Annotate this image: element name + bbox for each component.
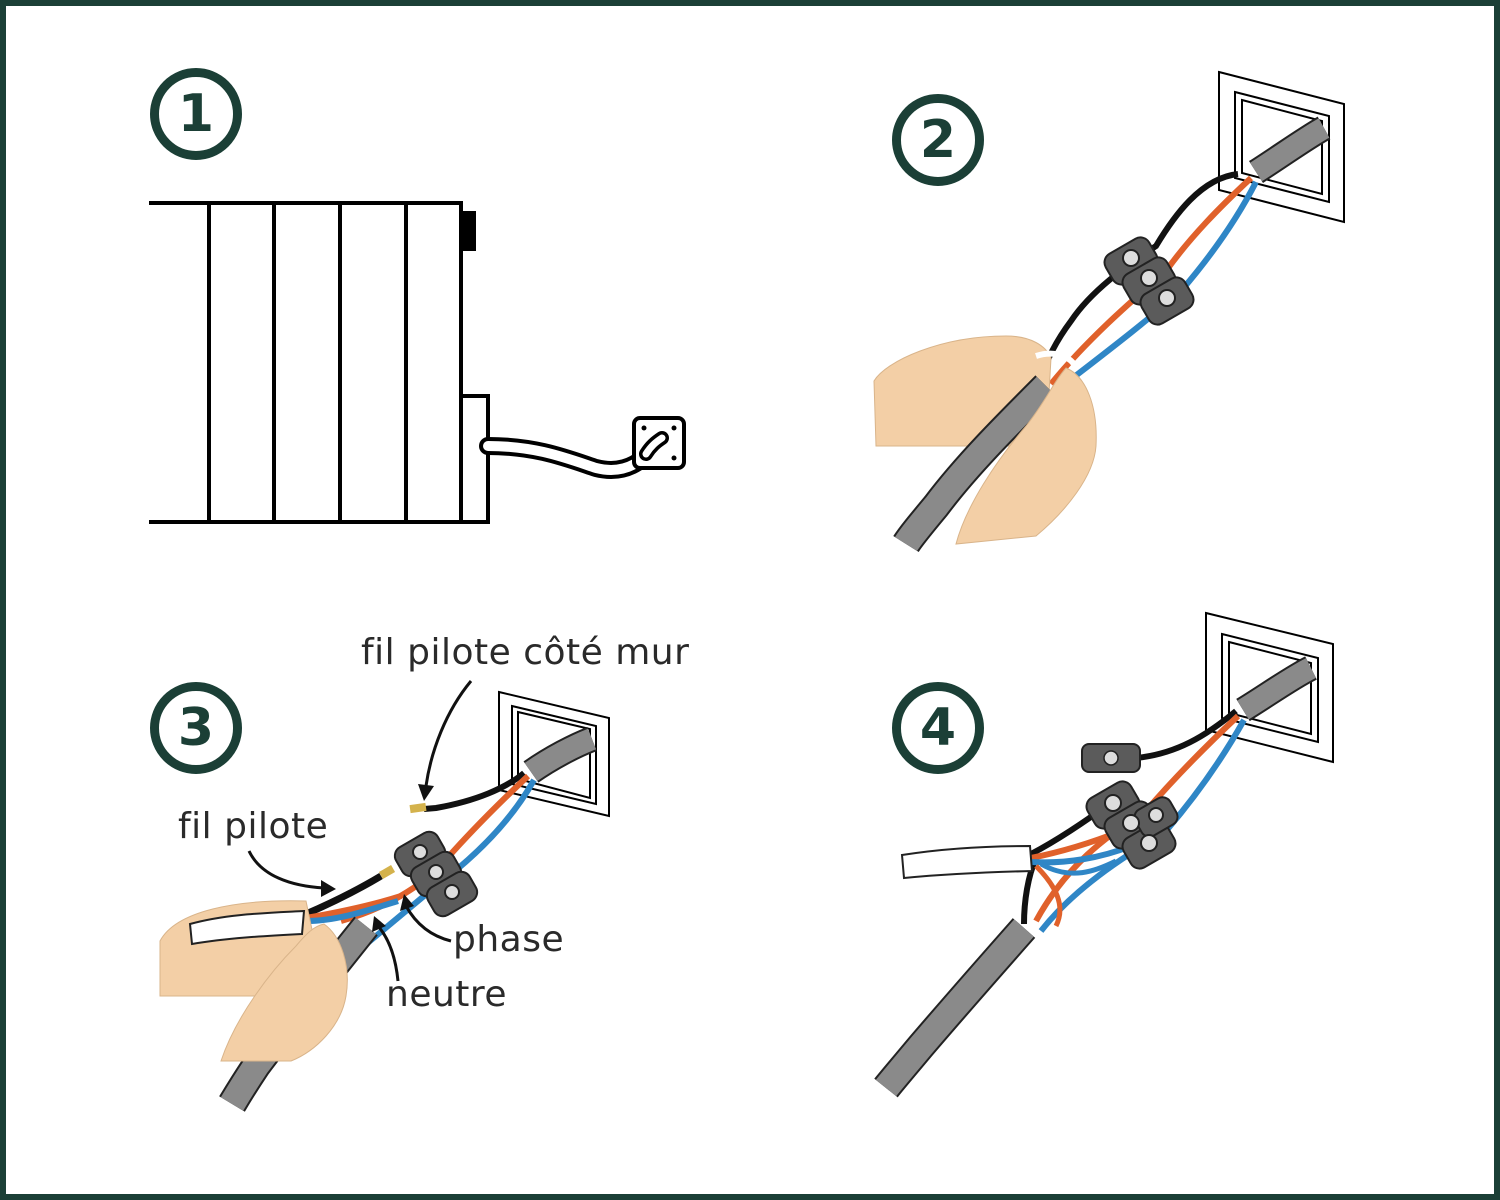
wire-connector-block	[1103, 236, 1195, 326]
arrow-neutre	[376, 925, 400, 982]
label-fil-pilote: fil pilote	[178, 806, 329, 847]
label-phase: phase	[453, 919, 565, 960]
radiator-body	[149, 201, 490, 524]
pilot-wire-tip	[409, 802, 427, 814]
pilot-wire	[304, 872, 383, 918]
step-badge-1: 1	[150, 68, 242, 160]
hand-fingers	[955, 367, 1097, 545]
arrow-fil-pilote	[247, 850, 325, 890]
step-number: 2	[919, 110, 957, 170]
step-number: 3	[177, 698, 215, 758]
wire-connector-block	[1085, 780, 1179, 870]
pilot-wire-wall-side	[1135, 708, 1238, 761]
label-fil-pilote-cote-mur: fil pilote côté mur	[361, 632, 690, 673]
radiator-cable	[188, 909, 306, 946]
step-number: 1	[177, 84, 215, 144]
radiator-thermostat-knob	[461, 211, 476, 251]
label-neutre: neutre	[386, 974, 508, 1015]
panel-2-unsheathed-cable	[873, 70, 1345, 553]
wiring-illustration	[149, 70, 1345, 1112]
wire-connector-block	[393, 830, 479, 918]
hand-fingers	[220, 923, 348, 1062]
step-badge-4: 4	[892, 682, 984, 774]
panel-4-connected	[874, 611, 1334, 1098]
step-number: 4	[919, 698, 957, 758]
step-badge-3: 3	[150, 682, 242, 774]
panel-1-radiator	[149, 201, 686, 524]
arrow-phase	[404, 905, 452, 943]
panel-3-identify-wires	[159, 680, 610, 1112]
radiator-cable	[900, 844, 1034, 880]
step-badge-2: 2	[892, 94, 984, 186]
pilot-wire-wall-side	[423, 770, 526, 812]
arrow-fil-pilote-cote-mur	[424, 680, 473, 787]
